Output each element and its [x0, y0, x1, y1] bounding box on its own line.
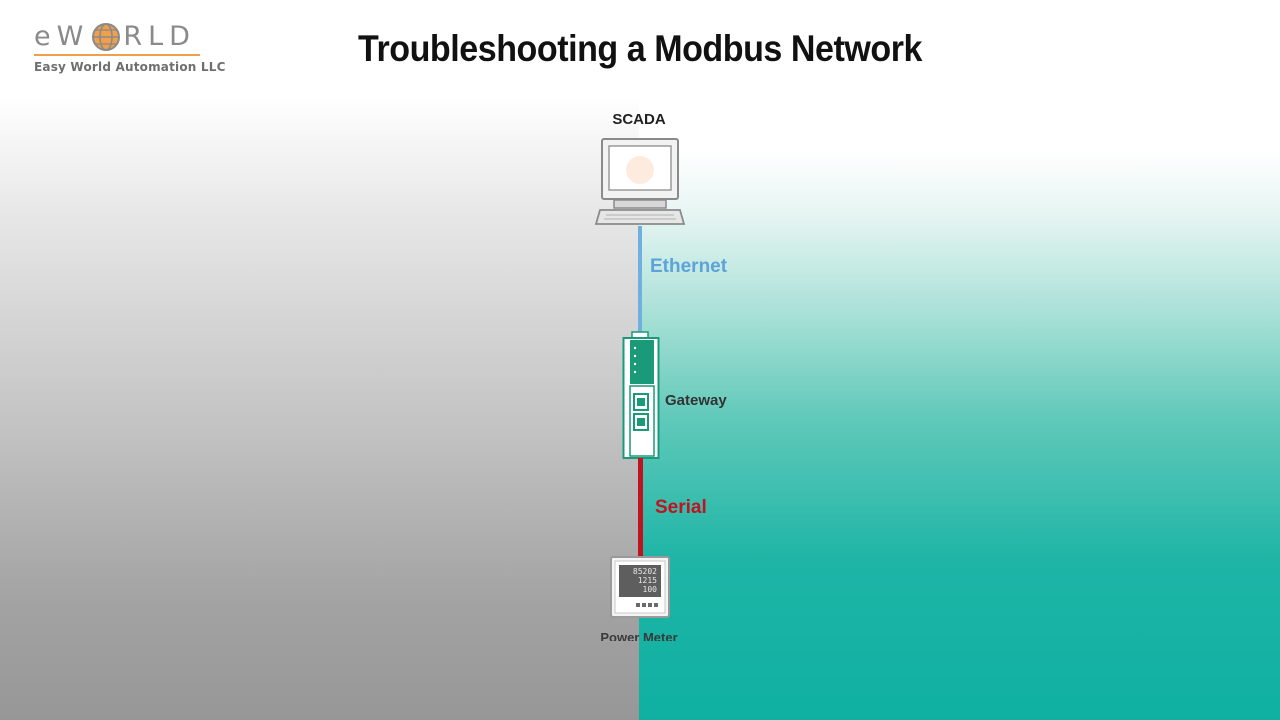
background-right-panel	[639, 0, 1280, 720]
meter-reading-3: 100	[642, 585, 657, 594]
scada-label: SCADA	[612, 111, 666, 128]
meter-reading-1: 85202	[632, 567, 657, 576]
company-name: Easy World Automation LLC	[34, 60, 226, 74]
ethernet-link-line	[638, 226, 642, 336]
company-logo: eW RLD Easy World Automation LLC	[34, 22, 226, 74]
logo-underline	[34, 54, 200, 56]
computer-icon	[594, 138, 686, 225]
globe-icon	[91, 22, 121, 52]
ethernet-label: Ethernet	[650, 256, 728, 277]
meter-reading-2: 1215	[637, 576, 657, 585]
logo-letters-left: eW	[34, 21, 90, 52]
serial-label: Serial	[655, 497, 707, 518]
logo-wordmark: eW RLD	[34, 22, 226, 52]
meter-display: 85202 1215 100	[619, 565, 661, 597]
gateway-icon	[622, 331, 660, 459]
page-title: Troubleshooting a Modbus Network	[358, 28, 922, 69]
gateway-label: Gateway	[665, 392, 727, 409]
serial-link-line	[638, 458, 643, 558]
background-left-panel	[0, 0, 639, 720]
logo-letters-right: RLD	[123, 21, 196, 52]
power-meter-label: Power Meter	[600, 630, 678, 641]
